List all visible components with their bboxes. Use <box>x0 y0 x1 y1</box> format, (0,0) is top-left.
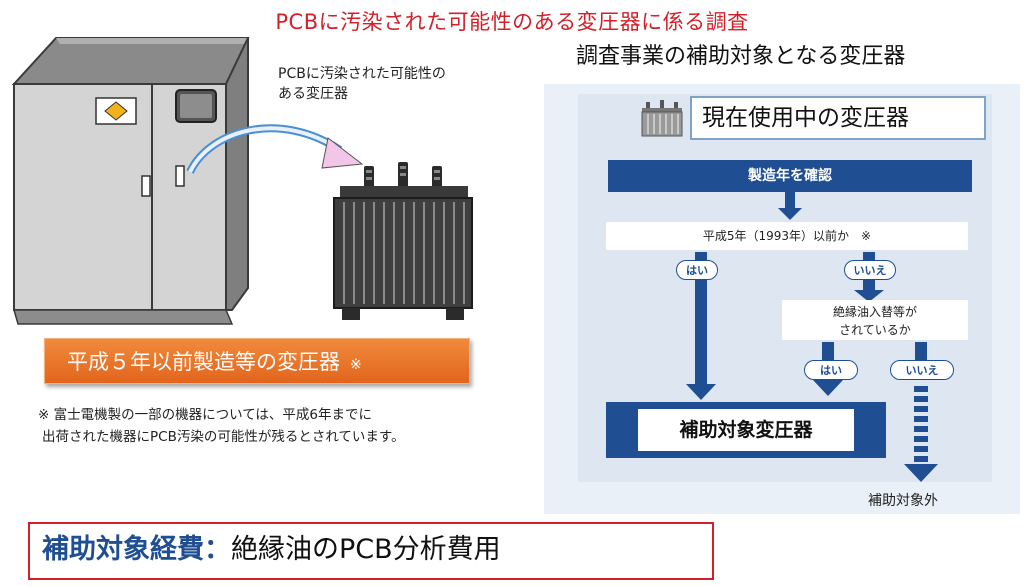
transformer-caption: PCBに汚染された可能性の ある変圧器 <box>278 64 446 104</box>
q2-line-2: されているか <box>839 323 911 337</box>
q2-line-1: 絶縁油入替等が <box>832 305 917 319</box>
sub-title: 調査事業の補助対象となる変圧器 <box>572 36 910 72</box>
flow-header: 現在使用中の変圧器 <box>690 96 986 140</box>
category-text: 平成５年以前製造等の変圧器 <box>67 350 340 374</box>
category-label: 平成５年以前製造等の変圧器 ※ <box>44 338 470 384</box>
curved-arrow-icon <box>186 124 364 174</box>
footnote-line-2: 出荷された機器にPCB汚染の可能性が残るとされています。 <box>42 429 405 445</box>
category-mark: ※ <box>350 357 362 373</box>
flow-yes-2: はい <box>804 360 858 380</box>
transformer-illustration <box>333 162 473 320</box>
flow-no-2: いいえ <box>890 360 954 380</box>
flow-step-check-year: 製造年を確認 <box>608 160 972 192</box>
eligible-expense-box: 補助対象経費：絶縁油のPCB分析費用 <box>28 522 714 580</box>
transformer-icon <box>641 100 683 137</box>
flow-not-target: 補助対象外 <box>868 493 938 509</box>
flow-no-1: いいえ <box>844 260 896 280</box>
flow-yes-1: はい <box>676 260 718 280</box>
eligible-expense-value: 絶縁油のPCB分析費用 <box>231 534 501 565</box>
flow-target-label: 補助対象変圧器 <box>638 409 854 451</box>
footnote-line-1: ※ 富士電機製の一部の機器については、平成6年までに <box>38 407 373 423</box>
flow-question-oil-replaced: 絶縁油入替等が されているか <box>782 300 968 340</box>
main-title: PCBに汚染された可能性のある変圧器に係る調査 <box>275 10 749 34</box>
footnote: ※ 富士電機製の一部の機器については、平成6年までに 出荷された機器にPCB汚染… <box>38 404 508 448</box>
caption-line-2: ある変圧器 <box>278 86 348 102</box>
flow-question-1993: 平成5年（1993年）以前か ※ <box>606 222 968 250</box>
caption-line-1: PCBに汚染された可能性の <box>278 66 446 82</box>
eligible-expense-label: 補助対象経費： <box>42 534 231 565</box>
cabinet-illustration <box>11 37 250 325</box>
